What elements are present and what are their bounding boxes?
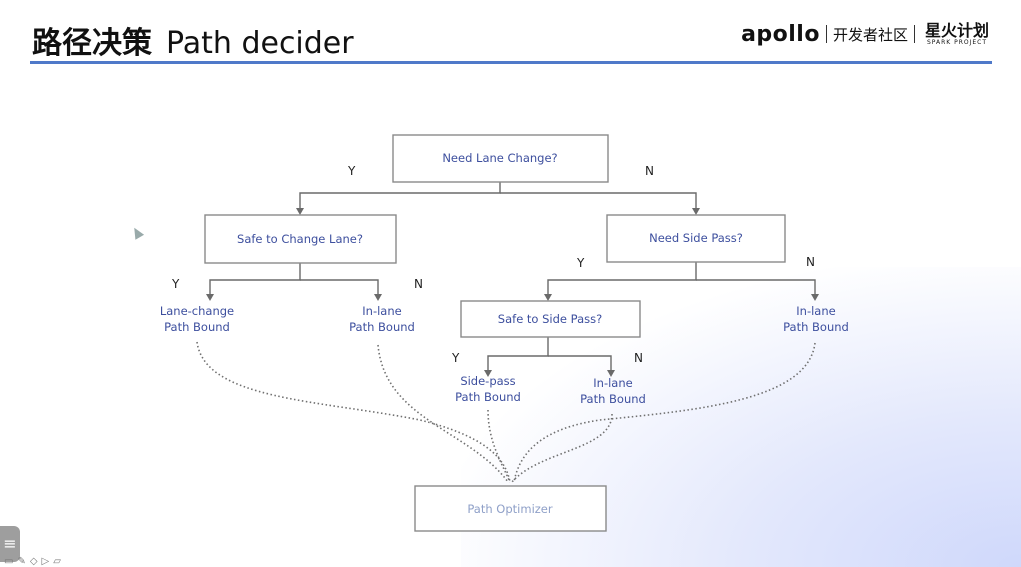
node-box — [460, 300, 641, 338]
edge-side-pass-no — [696, 279, 816, 294]
node-box — [414, 485, 607, 532]
bound-label-line1: Lane-change — [160, 304, 234, 318]
arrowhead — [374, 294, 382, 301]
no-label: N — [414, 277, 423, 291]
toolbar-icons[interactable]: ▭✎◇▷▱ — [4, 556, 65, 567]
node-label: Need Side Pass? — [649, 231, 743, 245]
arrowhead — [296, 208, 304, 215]
brand-divider-2 — [913, 25, 915, 43]
yes-label: Y — [576, 256, 585, 270]
bound-label-line2: Path Bound — [783, 320, 849, 334]
node-label: Safe to Change Lane? — [237, 232, 363, 246]
node-box — [204, 214, 397, 264]
dotted-link-inlane-1 — [377, 344, 509, 483]
no-label: N — [634, 351, 643, 365]
title-english: Path decider — [166, 26, 354, 61]
bound-label-line2: Path Bound — [580, 392, 646, 406]
arrowhead — [811, 294, 819, 301]
dotted-link-lane-change — [196, 341, 511, 483]
dotted-link-sidepass — [487, 409, 511, 483]
edge-safe-side-yes — [487, 337, 549, 370]
arrowhead — [607, 370, 615, 377]
spark-project-logo: 星火计划 SPARK PROJECT — [924, 20, 989, 46]
node-path-optimizer: Path Optimizer — [414, 485, 607, 532]
node-label: Path Optimizer — [467, 502, 552, 516]
node-lane-change-path-bound: Lane-change Path Bound — [160, 304, 234, 334]
node-label: Safe to Side Pass? — [498, 312, 602, 326]
arrowhead — [544, 294, 552, 301]
header-rule — [30, 61, 992, 64]
brand-logo-group: apollo 开发者社区 星火计划 SPARK PROJECT — [741, 20, 989, 48]
menu-icon[interactable]: ≡ — [0, 526, 20, 562]
branch-labels: Y N Y N Y N Y N — [171, 164, 815, 365]
node-safe-to-change-lane: Safe to Change Lane? — [204, 214, 397, 264]
no-label: N — [645, 164, 654, 178]
page-title: 路径决策 Path decider — [32, 18, 354, 62]
bound-label-line1: In-lane — [796, 304, 835, 318]
node-need-lane-change: Need Lane Change? — [392, 134, 609, 183]
yes-label: Y — [347, 164, 356, 178]
spark-logo-english: SPARK PROJECT — [926, 38, 988, 46]
arrowhead — [206, 294, 214, 301]
node-sidepass-path-bound: Side-pass Path Bound — [455, 374, 521, 404]
dotted-link-inlane-2 — [513, 342, 816, 483]
no-label: N — [806, 255, 815, 269]
bound-label-line2: Path Bound — [455, 390, 521, 404]
community-label: 开发者社区 — [832, 25, 908, 44]
edge-side-pass-yes — [547, 262, 697, 294]
arrowhead — [484, 370, 492, 377]
dotted-convergence — [196, 341, 816, 483]
bound-label-line1: In-lane — [593, 376, 632, 390]
bound-label-line2: Path Bound — [349, 320, 415, 334]
brand-divider — [825, 25, 827, 43]
title-chinese: 路径决策 — [32, 26, 152, 61]
node-box — [392, 134, 609, 183]
bound-label-line1: Side-pass — [460, 374, 515, 388]
yes-label: Y — [451, 351, 460, 365]
edge-lane-change-no — [500, 192, 697, 208]
edge-safe-side-no — [548, 355, 612, 370]
node-safe-to-side-pass: Safe to Side Pass? — [460, 300, 641, 338]
bound-label-line1: In-lane — [362, 304, 401, 318]
dotted-link-inlane-3 — [511, 413, 613, 483]
edge-safe-change-no — [300, 279, 379, 294]
node-label: Need Lane Change? — [442, 151, 557, 165]
node-box — [606, 214, 786, 263]
node-inlane-path-bound-1: In-lane Path Bound — [349, 304, 415, 334]
spark-logo-chinese: 星火计划 — [924, 20, 989, 40]
node-need-side-pass: Need Side Pass? — [606, 214, 786, 263]
arrowhead — [692, 208, 700, 215]
apollo-logo: apollo — [741, 21, 820, 47]
connectors — [206, 182, 819, 377]
edge-safe-change-yes — [209, 263, 301, 294]
edge-lane-change-yes — [299, 182, 501, 208]
bound-label-line2: Path Bound — [164, 320, 230, 334]
node-inlane-path-bound-3: In-lane Path Bound — [580, 376, 646, 406]
node-inlane-path-bound-2: In-lane Path Bound — [783, 304, 849, 334]
yes-label: Y — [171, 277, 180, 291]
